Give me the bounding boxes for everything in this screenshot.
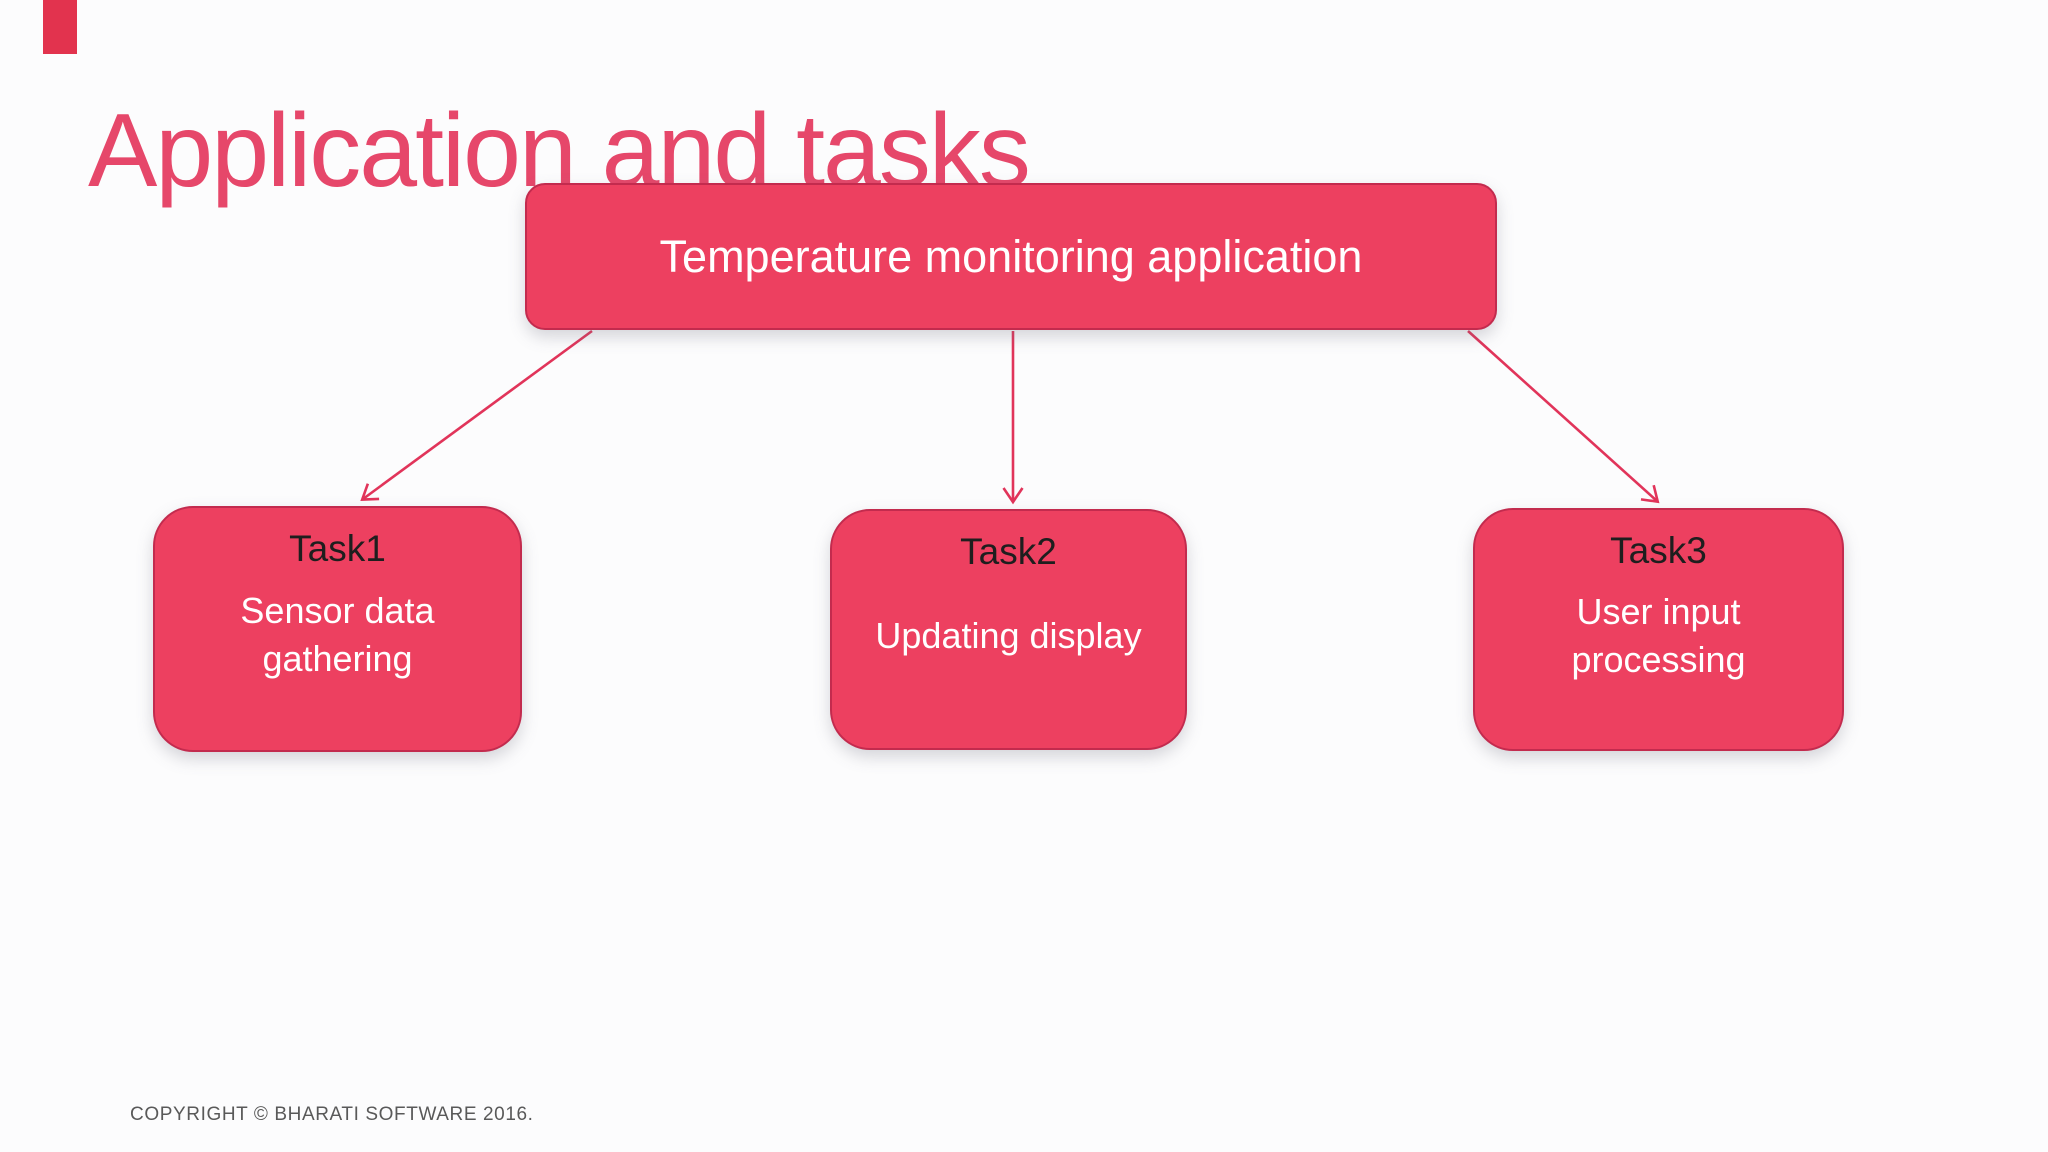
task1-node: Task1 Sensor data gathering <box>153 506 522 752</box>
root-node-temperature-monitoring-application: Temperature monitoring application <box>525 183 1497 330</box>
task1-name: Task1 <box>289 528 386 569</box>
task2-body: Updating display <box>875 575 1141 748</box>
task3-body: User input processing <box>1509 574 1809 749</box>
task2-node: Task2 Updating display <box>830 509 1187 750</box>
task2-name: Task2 <box>960 531 1057 572</box>
task1-body: Sensor data gathering <box>188 572 488 750</box>
copyright-footer: COPYRIGHT © BHARATI SOFTWARE 2016. <box>130 1104 534 1125</box>
arrow-root-to-task1 <box>360 329 593 501</box>
task1-description: Sensor data gathering <box>240 590 435 680</box>
arrow-root-to-task3 <box>1467 330 1660 504</box>
task3-description: User input processing <box>1571 590 1746 680</box>
task3-node: Task3 User input processing <box>1473 508 1844 751</box>
slide-edge-red-marker <box>43 0 77 54</box>
task3-name: Task3 <box>1610 530 1707 571</box>
task2-description: Updating display <box>875 614 1142 656</box>
root-node-label: Temperature monitoring application <box>659 230 1363 282</box>
